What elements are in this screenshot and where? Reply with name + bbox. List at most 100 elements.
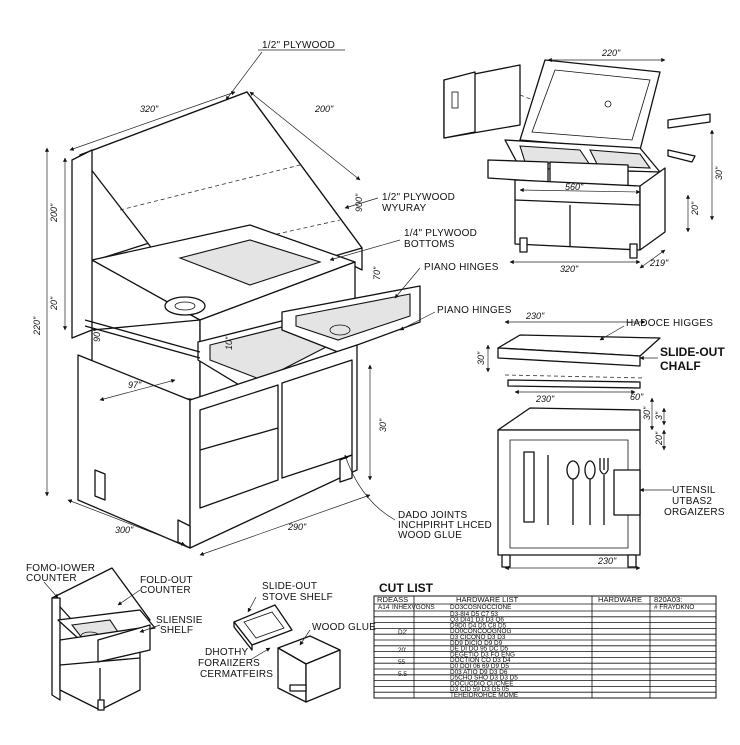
label-slide-out-chalf-line2: CHALF (660, 359, 701, 373)
cut-list-row: D0 DOI 06 69 D9 D5 (450, 663, 509, 670)
label-utensil-line2: UTBAS2 (672, 496, 712, 507)
main-cabinet-drawing (71, 91, 421, 549)
dim-mr-30: 30" (476, 351, 486, 365)
cut-list-row: DO0CONCOOGNOG (450, 628, 511, 635)
bottom-left-callout-leaders (43, 581, 161, 633)
label-utensil-line1: UTENSIL (672, 485, 716, 496)
dim-main-300: 300" (115, 525, 134, 535)
label-sliensie-line2: SHELF (160, 625, 193, 636)
cut-list-row: D03 ATIO D9 D3 D6 (450, 669, 508, 676)
lower-door-left (199, 384, 279, 509)
dim-tr-right: 30" (714, 166, 724, 180)
cut-list-side-mark: D2' (398, 629, 407, 636)
label-utensil-line3: ORGAIZERS (664, 507, 725, 518)
cut-list-row: D5CHO SHO D3 D3 D5 (450, 675, 518, 682)
dim-main-height-total: 220" (32, 316, 42, 336)
label-slideout-stove-line2: STOVE SHELF (262, 592, 333, 603)
dim-mr-230: 230" (535, 394, 555, 404)
top-right-dimensions (509, 57, 715, 269)
dim-tr-mid: 560" (565, 182, 584, 192)
dim-main-depth: 200" (314, 104, 334, 114)
dim-tr-right2: 20" (690, 201, 700, 216)
dim-main-97: 97" (128, 380, 142, 390)
dim-tr-top: 220" (601, 48, 621, 58)
label-piano-hinges-b: PIANO HINGES (437, 305, 512, 316)
label-dado-line2: INCHPIRHT LHCED (398, 520, 492, 531)
dim-main-900: 900" (354, 193, 364, 212)
label-hadoce-higges: HADOCE HIGGES (626, 318, 713, 329)
label-wood-glue: WOOD GLUE (312, 622, 376, 633)
middle-right-callout-leaders (599, 325, 672, 493)
cut-list-side-mark: 55 (398, 659, 406, 666)
label-fomo-line2: COUNTER (26, 573, 77, 584)
dim-mr-20: 20" (654, 431, 664, 446)
label-dhothy-line3: CERMATFEIRS (200, 669, 273, 680)
label-sliensie-line1: SLIENSIE (156, 615, 203, 626)
cut-list-side-marks: D2' 20' 55 5.5 (398, 629, 407, 678)
cut-list-row: D3 CICONO D3 D3 (450, 634, 506, 641)
label-foldout-line2: COUNTER (140, 585, 191, 596)
cut-list-row: DE DI DO 95 DC D5 (450, 646, 509, 653)
mid-cabinet-top (497, 407, 641, 431)
bottom-middle-details (233, 604, 341, 703)
utensils-illustration (523, 451, 641, 525)
label-plywood-quarter-line1: 1/4" PLYWOOD (404, 228, 477, 239)
cut-list-table: CUT LIST RDEASS HARDWARE LIST HARDWARE 8… (373, 581, 717, 699)
cut-list-first-a: A14 (378, 604, 390, 611)
bottom-left-mini-cabinet (51, 567, 156, 711)
cut-list-first-c: DO3COSNOCCIONE (450, 604, 511, 611)
label-dado-line1: DADO JOINTS (398, 510, 468, 521)
middle-right-cabinet (497, 334, 661, 568)
middle-right-dimensions (485, 319, 667, 571)
cut-list-row: DEGETIO D3 FO ENG (450, 651, 515, 658)
left-side-panel (71, 149, 93, 339)
dim-main-90: 90" (92, 328, 102, 342)
dim-main-height-upper: 200" (49, 203, 59, 223)
dim-main-width: 320" (140, 104, 159, 114)
dim-main-mid: 20" (49, 296, 59, 311)
cut-list-title: CUT LIST (379, 581, 434, 595)
dim-mr-top: 230" (525, 311, 545, 321)
cut-list-col-d: 820A03: (654, 595, 682, 604)
dim-main-70: 70" (372, 266, 382, 280)
label-fomo-line1: FOMO-IOWER (26, 563, 95, 574)
dim-mr-bottom: 230" (597, 556, 617, 566)
cut-list-row: DOCTION CO D3 D4 (450, 657, 511, 664)
main-dimensions (44, 91, 373, 556)
cut-list-row: D3-8I4 D5 C7 53 (450, 611, 498, 618)
cut-list-side-mark: 5.5 (398, 671, 407, 678)
cut-list-row: D3 CID 59 D3 G5 05 (450, 686, 509, 693)
dim-mr-60: 60" (630, 392, 644, 402)
cut-list-first-b: INHEXVGONS (392, 604, 435, 611)
cut-list-first-d: # FRAYDKNO (654, 604, 694, 611)
cut-list-col-b: HARDWARE LIST (456, 595, 519, 604)
label-piano-hinges-a: PIANO HINGES (424, 262, 499, 273)
bottom-middle-leaders (247, 596, 311, 661)
main-callout-leaders (225, 49, 436, 521)
label-dhothy-line2: FORAIIZERS (198, 658, 260, 669)
dim-main-30: 30" (378, 418, 388, 432)
label-plywood-wyuray-line1: 1/2" PLYWOOD (382, 192, 455, 203)
label-slideout-stove-line1: SLIDE-OUT (262, 581, 317, 592)
dim-tr-bottom: 320" (560, 264, 579, 274)
label-dado-line3: WOOD GLUE (398, 530, 462, 541)
burner (164, 296, 206, 316)
label-plywood-half: 1/2" PLYWOOD (262, 40, 335, 51)
cut-list-row: D9D0 D4 D5 C8 D5 (450, 622, 507, 629)
cut-list-row: DD9 DICIO D9 D9 (450, 640, 503, 647)
dim-mr-side: 30" (642, 406, 652, 420)
dim-mr-3: 3" (654, 411, 664, 420)
dim-tr-219: 219" (649, 258, 669, 268)
top-right-open-view (443, 59, 711, 259)
cut-list-col-c: HARDWARE (598, 595, 642, 604)
cut-list-side-mark: 20' (398, 647, 406, 654)
cut-list-row: TEHEIDROHCE MOME (450, 692, 518, 699)
label-plywood-wyuray-line2: WYURAY (382, 203, 426, 214)
cut-list-row: DOCUCDIO CUCNEE (450, 680, 514, 687)
label-plywood-quarter-line2: BOTTOMS (404, 239, 455, 250)
cut-list-row: Q3 DI41 D3 D3 Q6 (450, 617, 504, 624)
label-dhothy-line1: DHOTHY (205, 647, 249, 658)
